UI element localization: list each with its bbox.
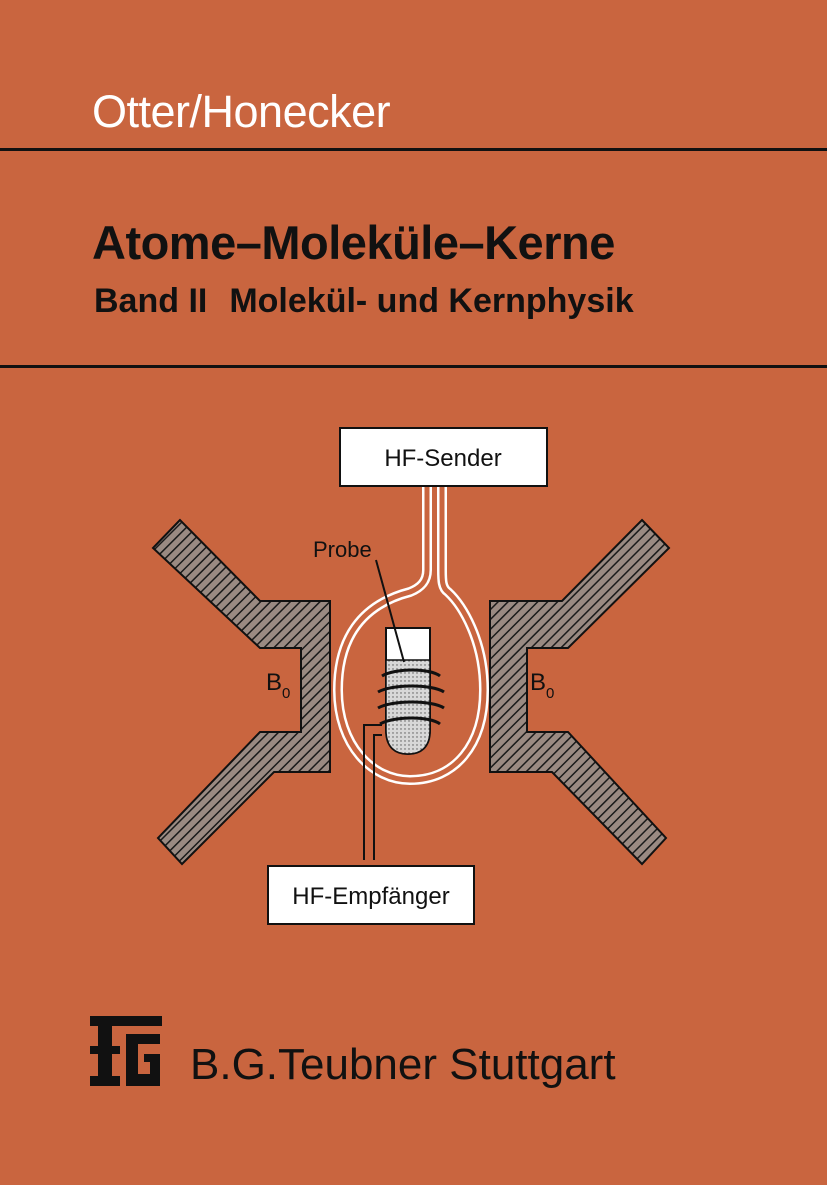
hf-receiver-label: HF-Empfänger: [292, 883, 449, 910]
right-magnet-pole: [489, 518, 671, 866]
bottom-rule: [0, 365, 827, 368]
field-label-right: B0: [530, 669, 554, 702]
book-subtitle: Band II Molekül- und Kernphysik: [94, 282, 634, 321]
hf-sender-label: HF-Sender: [384, 445, 501, 472]
receiver-coil: [377, 668, 445, 726]
volume-label: Band II: [94, 282, 208, 320]
authors: Otter/Honecker: [92, 86, 391, 137]
publisher-name: B.G.Teubner Stuttgart: [190, 1040, 616, 1089]
book-title: Atome–Moleküle–Kerne: [92, 216, 615, 269]
top-rule: [0, 148, 827, 151]
sample-liquid: [385, 659, 431, 755]
nmr-diagram: B0 B0 HF-Sender Probe HF-Empfänger: [151, 427, 671, 925]
teubner-logo-icon: [90, 1016, 162, 1086]
probe-label: Probe: [313, 537, 372, 562]
hf-sender-box: [339, 427, 548, 487]
receiver-leads: [363, 724, 382, 860]
subtitle-text: Molekül- und Kernphysik: [229, 282, 634, 320]
probe-pointer: [375, 559, 405, 663]
hf-receiver-box: [267, 865, 475, 925]
left-magnet-pole: [151, 518, 331, 866]
field-label-left: B0: [266, 669, 290, 702]
